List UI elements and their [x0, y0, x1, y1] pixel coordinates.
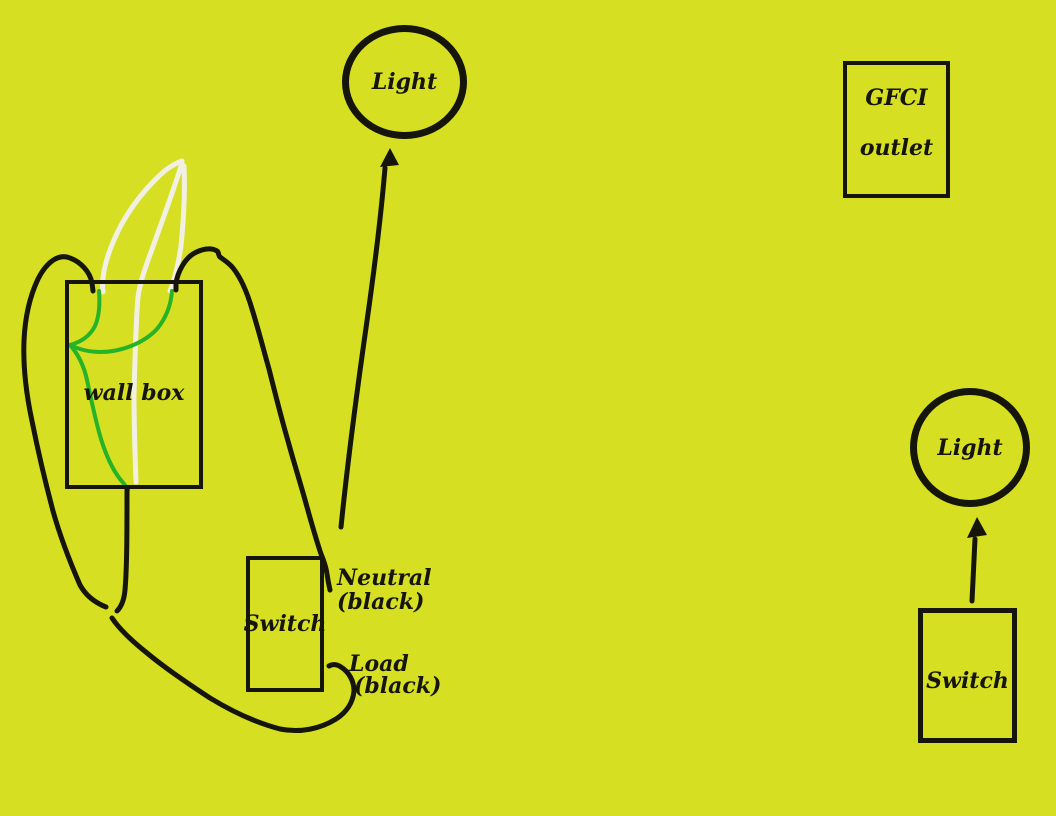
gfci-label-line1: GFCI	[865, 85, 928, 111]
light-circle-left: Light	[342, 25, 467, 139]
green-wire-down-strand	[68, 343, 130, 492]
neutral-wire-label: Neutral (black)	[337, 566, 431, 614]
arrowhead-right	[967, 517, 987, 538]
white-wire-middle-strand	[131, 160, 185, 485]
switch-label-right: Switch	[926, 667, 1009, 694]
wall-box-label: wall box	[83, 380, 185, 406]
neutral-wire-label-line2: (black)	[337, 589, 425, 615]
gfci-outlet-box: GFCI outlet	[843, 61, 950, 198]
load-wire-label: Load (black)	[349, 653, 441, 697]
cable-bottom-sweep-to-load	[109, 615, 357, 734]
load-wire-label-line2: (black)	[354, 673, 442, 699]
light-label-right: Light	[937, 434, 1003, 461]
white-wire-left-strand	[100, 158, 185, 295]
arrowhead-left	[380, 148, 399, 167]
arrow-shaft-left-switch-to-light	[338, 165, 388, 530]
cable-outline-right-neutral	[173, 246, 333, 593]
neutral-wire-label-line1: Neutral	[337, 565, 432, 591]
cable-from-wallbox-bottom	[114, 487, 130, 614]
light-circle-right: Light	[910, 388, 1030, 507]
green-wire-right-strand	[68, 289, 174, 354]
cable-outline-left	[21, 254, 109, 610]
green-wire-left-strand	[68, 289, 102, 347]
switch-box-right: Switch	[918, 608, 1017, 743]
arrow-shaft-right-switch-to-light	[969, 536, 978, 604]
switch-label-left: Switch	[243, 611, 327, 637]
switch-box-left: Switch	[243, 556, 327, 692]
gfci-label-line2: outlet	[859, 135, 934, 161]
light-label-left: Light	[371, 69, 438, 95]
load-wire-label-line1: Load	[349, 651, 409, 677]
wall-box: wall box	[65, 280, 203, 489]
